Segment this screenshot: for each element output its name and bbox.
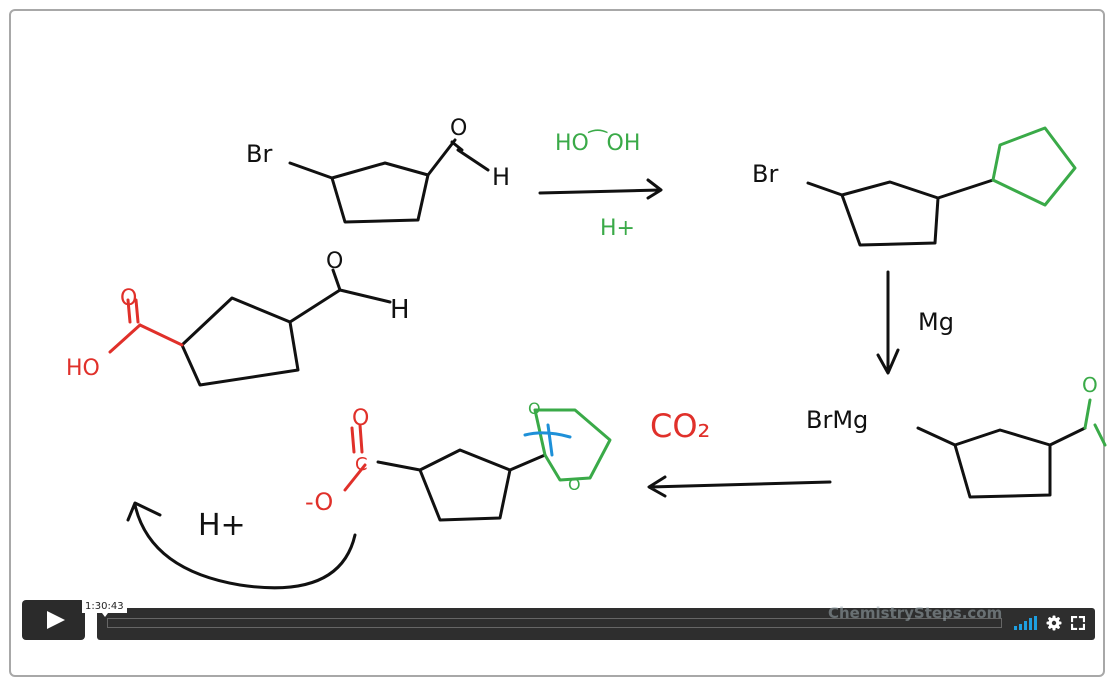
label-magnesium: Mg bbox=[918, 308, 954, 336]
label-h: H bbox=[492, 163, 510, 191]
label-proton: H+ bbox=[198, 508, 246, 543]
label-ho: HO bbox=[66, 356, 100, 381]
label-br: Br bbox=[752, 160, 778, 188]
label-o: O bbox=[352, 406, 369, 431]
protonation-arrow: H+ bbox=[126, 501, 357, 590]
label-acid-catalyst: H+ bbox=[600, 216, 635, 241]
progress-track[interactable] bbox=[107, 618, 1002, 628]
molecule-product: O HO O H bbox=[66, 249, 410, 387]
label-h: H bbox=[390, 295, 410, 325]
reaction-arrow-3: CO₂ bbox=[647, 407, 832, 498]
volume-icon[interactable] bbox=[1014, 616, 1037, 630]
label-o: O bbox=[528, 399, 541, 418]
label-o-minus: -O bbox=[305, 488, 333, 516]
timestamp-tooltip: 1:30:43 bbox=[82, 600, 127, 617]
molecule-grignard: BrMg O bbox=[806, 373, 1107, 499]
play-button[interactable] bbox=[22, 600, 85, 640]
reaction-arrow-2: Mg bbox=[876, 270, 954, 375]
video-frame bbox=[9, 9, 1105, 677]
label-ethylene-glycol: HO⁀OH bbox=[555, 130, 640, 156]
label-c: C bbox=[355, 454, 368, 475]
label-o: O bbox=[326, 249, 343, 274]
label-co2: CO₂ bbox=[650, 407, 710, 445]
label-o: O bbox=[1082, 373, 1098, 397]
label-o: O bbox=[450, 116, 467, 141]
watermark: ChemistrySteps.com bbox=[828, 604, 1003, 622]
molecule-carboxylate: O C -O O O bbox=[305, 399, 612, 522]
label-br: Br bbox=[246, 140, 272, 168]
settings-gear-icon[interactable] bbox=[1046, 615, 1062, 631]
molecule-bromo-aldehyde: Br O H bbox=[246, 116, 510, 224]
fullscreen-icon[interactable] bbox=[1071, 616, 1085, 630]
molecule-bromo-acetal: Br bbox=[752, 126, 1077, 247]
label-o: O bbox=[568, 475, 581, 494]
video-control-bar bbox=[97, 608, 1095, 640]
reaction-arrow-1: HO⁀OH H+ bbox=[538, 130, 663, 241]
label-brmg: BrMg bbox=[806, 406, 868, 434]
label-o: O bbox=[120, 286, 137, 311]
